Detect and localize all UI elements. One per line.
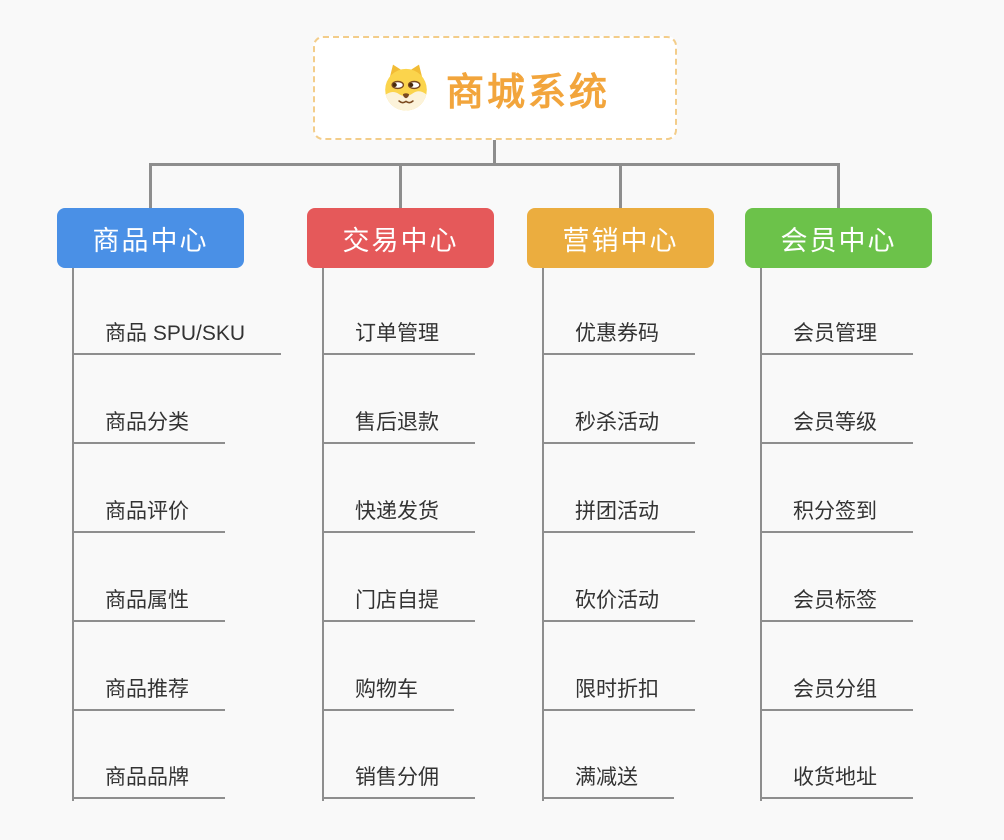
leaf-node[interactable]: 会员标签: [761, 588, 913, 622]
leaf-node[interactable]: 收货地址: [761, 765, 913, 799]
leaf-node[interactable]: 秒杀活动: [543, 410, 695, 444]
leaf-node[interactable]: 商品属性: [73, 588, 225, 622]
connector-drop-product-center: [149, 163, 152, 208]
leaf-node[interactable]: 商品评价: [73, 499, 225, 533]
leaf-node[interactable]: 商品分类: [73, 410, 225, 444]
leaf-node[interactable]: 商品推荐: [73, 677, 225, 711]
root-node[interactable]: 商城系统: [313, 36, 677, 140]
dog-face-icon: [380, 62, 432, 114]
branch-trunk-marketing-center: [542, 268, 544, 801]
leaf-node[interactable]: 购物车: [323, 677, 454, 711]
leaf-node[interactable]: 会员管理: [761, 321, 913, 355]
connector-drop-marketing-center: [619, 163, 622, 208]
leaf-node[interactable]: 拼团活动: [543, 499, 695, 533]
branch-trunk-trade-center: [322, 268, 324, 801]
leaf-node[interactable]: 优惠券码: [543, 321, 695, 355]
branch-node-member-center[interactable]: 会员中心: [745, 208, 932, 268]
leaf-node[interactable]: 会员等级: [761, 410, 913, 444]
connector-drop-member-center: [837, 163, 840, 208]
connector-horizontal-bus: [149, 163, 840, 166]
branch-trunk-member-center: [760, 268, 762, 801]
branch-trunk-product-center: [72, 268, 74, 801]
leaf-node[interactable]: 售后退款: [323, 410, 475, 444]
leaf-node[interactable]: 商品品牌: [73, 765, 225, 799]
branch-node-marketing-center[interactable]: 营销中心: [527, 208, 714, 268]
leaf-node[interactable]: 积分签到: [761, 499, 913, 533]
leaf-node[interactable]: 商品 SPU/SKU: [73, 321, 282, 355]
connector-drop-trade-center: [399, 163, 402, 208]
leaf-node[interactable]: 门店自提: [323, 588, 475, 622]
branch-node-trade-center[interactable]: 交易中心: [307, 208, 494, 268]
branch-node-product-center[interactable]: 商品中心: [57, 208, 244, 268]
leaf-node[interactable]: 销售分佣: [323, 765, 475, 799]
leaf-node[interactable]: 会员分组: [761, 677, 913, 711]
leaf-node[interactable]: 订单管理: [323, 321, 475, 355]
leaf-node[interactable]: 快递发货: [323, 499, 475, 533]
root-title: 商城系统: [445, 71, 610, 114]
leaf-node[interactable]: 砍价活动: [543, 588, 695, 622]
connector-root-vertical: [493, 140, 496, 166]
leaf-node[interactable]: 满减送: [543, 765, 674, 799]
leaf-node[interactable]: 限时折扣: [543, 677, 695, 711]
